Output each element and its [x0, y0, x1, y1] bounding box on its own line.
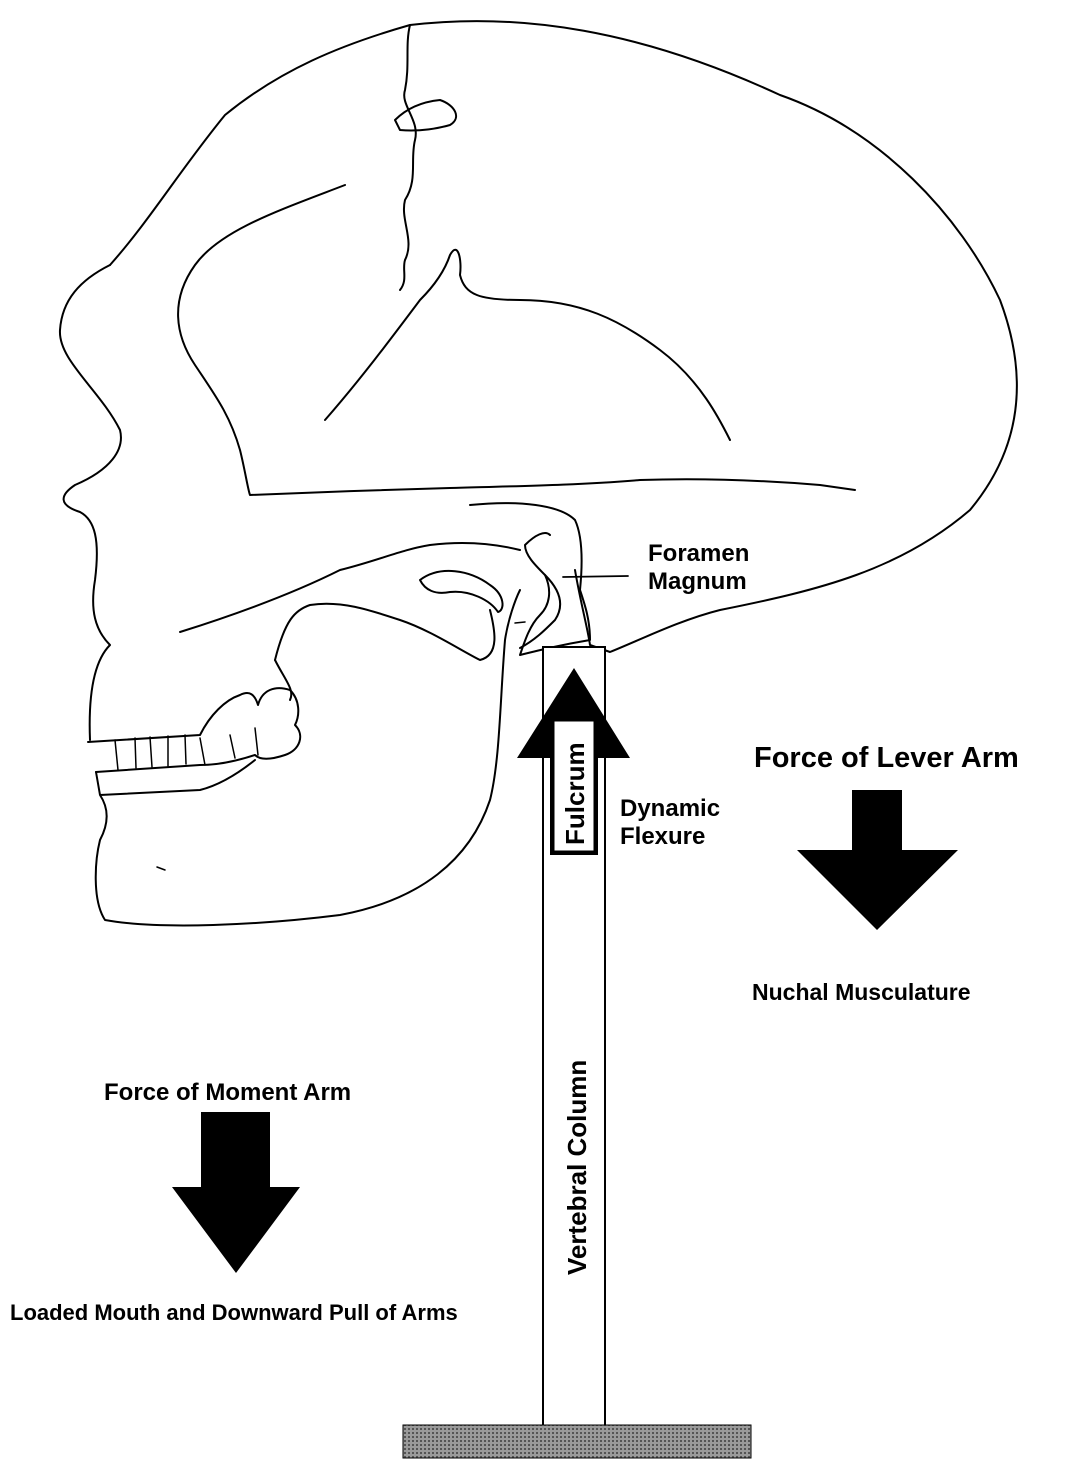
dynamic-label-line2: Flexure	[620, 823, 705, 850]
upper-teeth	[88, 688, 300, 772]
coronoid	[275, 660, 291, 700]
foramen-pointer	[563, 576, 628, 577]
suture-mark	[395, 100, 456, 131]
coronal-suture	[400, 25, 416, 290]
mastoid-region	[470, 503, 590, 655]
fulcrum-label: Fulcrum	[560, 742, 590, 845]
zygomatic-arch	[180, 543, 520, 632]
lever-force-label: Force of Lever Arm	[754, 742, 1019, 774]
lever-force-arrow	[797, 790, 958, 930]
cranium-outline	[110, 21, 1017, 652]
lower-teeth	[96, 590, 520, 925]
mandible-ramus	[275, 604, 494, 660]
base-block	[403, 1425, 751, 1458]
orbit-outline	[178, 185, 855, 495]
nuchal-label: Nuchal Musculature	[752, 979, 971, 1005]
temporal-line	[325, 250, 730, 440]
upper-teeth-lines	[115, 728, 258, 770]
moment-force-arrow	[172, 1112, 300, 1273]
moment-force-label: Force of Moment Arm	[104, 1079, 351, 1106]
face-profile	[60, 265, 121, 740]
foramen-label-line2: Magnum	[648, 568, 747, 595]
skull-drawing	[60, 21, 1017, 925]
dynamic-label-line1: Dynamic	[620, 795, 720, 822]
loaded-mouth-label: Loaded Mouth and Downward Pull of Arms	[10, 1300, 458, 1325]
zygoma-lower	[420, 571, 503, 612]
vertebral-column-label: Vertebral Column	[562, 1060, 592, 1275]
small-mark	[157, 622, 525, 870]
foramen-label-line1: Foramen	[648, 540, 749, 567]
